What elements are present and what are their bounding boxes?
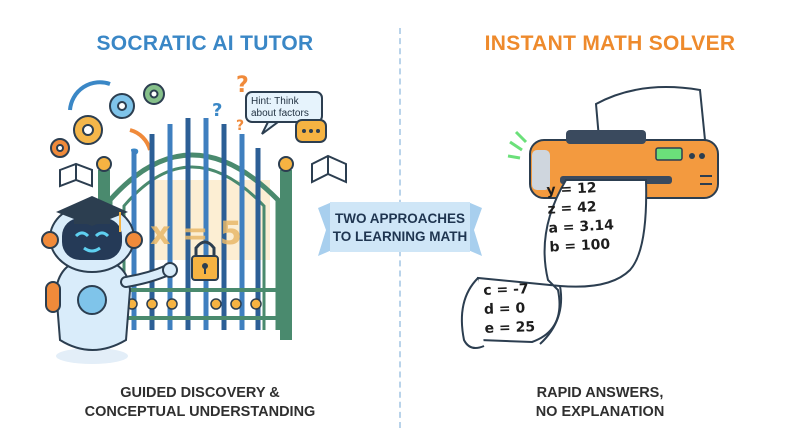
solver-caption: RAPID ANSWERS, NO EXPLANATION (485, 384, 715, 422)
question-mark-icon: ? (236, 73, 249, 98)
solver-title: INSTANT MATH SOLVER (484, 32, 736, 55)
speech-bubble-icon (245, 91, 323, 135)
receipt-value: b = 100 (549, 236, 611, 256)
hint-text: Hint: Think about factors (251, 96, 323, 120)
hint-line1: Hint: Think (251, 96, 299, 107)
gear-icon (50, 138, 70, 158)
solver-caption-line2: NO EXPLANATION (535, 404, 665, 420)
open-book-icon (59, 162, 93, 188)
receipt-value: e = 25 (484, 319, 536, 337)
cycle-arrow-icon (129, 128, 152, 151)
tutor-caption-line1: GUIDED DISCOVERY & (120, 385, 280, 401)
gear-icon (143, 83, 165, 105)
receipt-lower-values: c = -7 d = 0 e = 25 (483, 280, 535, 339)
hint-line2: about factors (251, 108, 309, 119)
question-mark-icon: ? (236, 118, 244, 134)
receipt-paper (460, 179, 648, 349)
solver-caption-line1: RAPID ANSWERS, (536, 385, 664, 401)
robot-tutor-icon (41, 203, 178, 364)
receipt-upper-values: y = 12 z = 42 a = 3.14 b = 100 (546, 178, 615, 257)
tutor-title: SOCRATIC AI TUTOR (96, 32, 314, 55)
receipt-value: d = 0 (483, 300, 526, 318)
receipt-value: c = -7 (483, 281, 529, 299)
banner-line2: TO LEARNING MATH (332, 229, 468, 244)
tutor-caption-line2: CONCEPTUAL UNDERSTANDING (84, 404, 316, 420)
cycle-arrow-icon (68, 80, 111, 111)
gear-icon (109, 93, 135, 119)
question-mark-icon: ? (212, 100, 222, 121)
center-banner: TWO APPROACHES TO LEARNING MATH (318, 200, 482, 258)
tutor-caption: GUIDED DISCOVERY & CONCEPTUAL UNDERSTAND… (55, 384, 345, 422)
gear-icon (73, 115, 103, 145)
graduation-cap-icon (56, 196, 128, 232)
padlock-icon (191, 240, 219, 281)
open-book-icon (311, 154, 347, 184)
typing-bubble-icon (295, 119, 327, 143)
banner-line1: TWO APPROACHES (334, 211, 465, 226)
